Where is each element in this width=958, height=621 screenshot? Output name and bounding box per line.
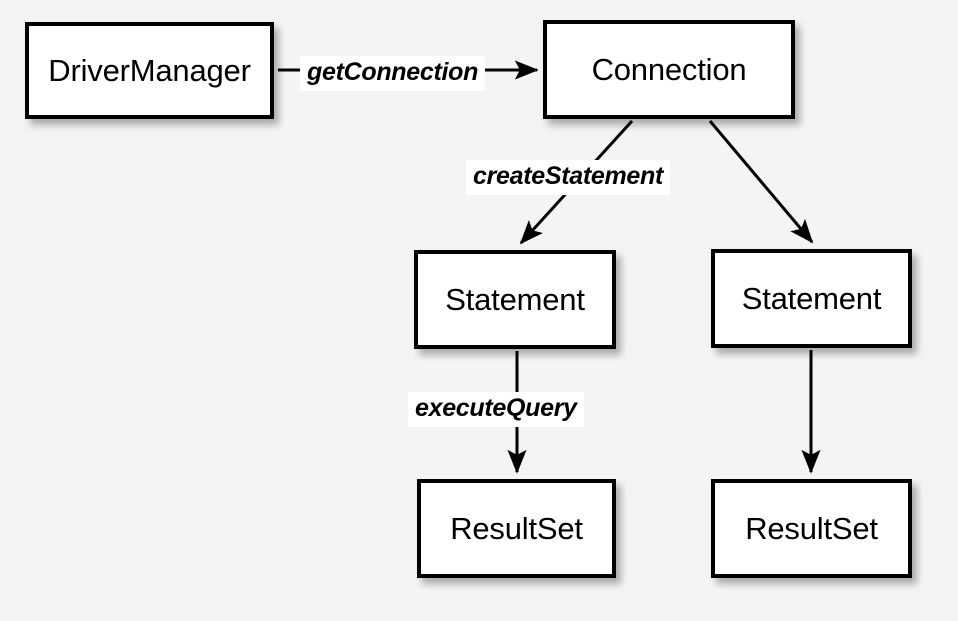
node-resultset-right[interactable]: ResultSet — [711, 479, 912, 578]
node-statement-right-label: Statement — [741, 281, 882, 316]
edge-label-executequery: executeQuery — [408, 392, 584, 427]
edge-createstatement-2-line — [708, 120, 814, 244]
edge-label-getconnection: getConnection — [300, 56, 486, 91]
node-resultset-left[interactable]: ResultSet — [417, 479, 616, 578]
node-connection-label: Connection — [591, 52, 747, 87]
node-driver-manager-label: DriverManager — [48, 53, 251, 88]
edge-label-createstatement: createStatement — [466, 160, 671, 195]
node-resultset-right-label: ResultSet — [745, 511, 878, 546]
node-statement-left[interactable]: Statement — [414, 250, 616, 349]
node-connection[interactable]: Connection — [543, 20, 795, 119]
node-resultset-left-label: ResultSet — [450, 511, 583, 546]
node-statement-left-label: Statement — [445, 282, 585, 317]
node-driver-manager[interactable]: DriverManager — [25, 22, 274, 119]
node-statement-right[interactable]: Statement — [711, 249, 912, 348]
